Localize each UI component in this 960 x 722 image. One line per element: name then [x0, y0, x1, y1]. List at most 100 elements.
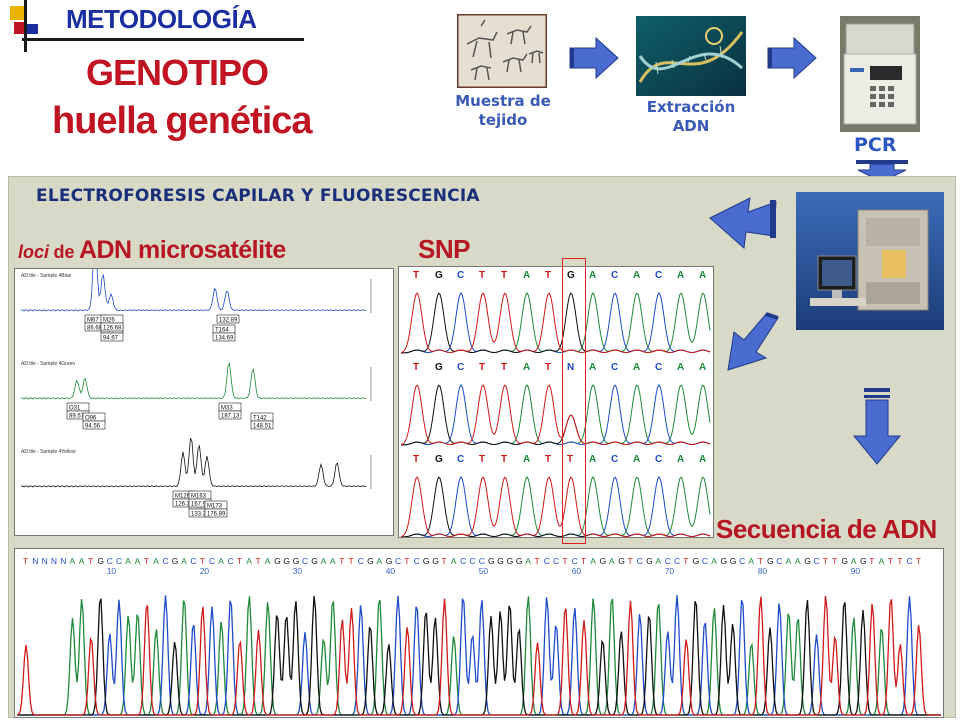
snp-base-label: C — [611, 270, 618, 281]
sequence-base: T — [683, 556, 688, 566]
sequence-base: G — [646, 556, 653, 566]
sequence-base: C — [674, 556, 680, 566]
snp-base-label: T — [479, 454, 485, 465]
step-tissue-label-2: tejido — [478, 111, 528, 129]
dna-extraction-image — [636, 16, 746, 96]
sequence-base: G — [311, 556, 318, 566]
step-extraction-label-1: Extracción — [646, 98, 736, 116]
sequence-base: C — [544, 556, 550, 566]
snp-base-label: G — [567, 270, 575, 281]
svg-text:M33: M33 — [221, 405, 233, 411]
sequence-base: T — [349, 556, 354, 566]
sequence-base: G — [488, 556, 495, 566]
pcr-machine-image — [840, 16, 920, 132]
sequence-base: G — [721, 556, 728, 566]
sequence-base: C — [163, 556, 169, 566]
snp-base-label: T — [413, 362, 419, 373]
svg-text:134.69: 134.69 — [215, 335, 234, 341]
section-title: METODOLOGÍA — [66, 4, 257, 34]
trace-line — [21, 362, 367, 400]
snp-base-label: N — [567, 362, 574, 373]
snp-base-label: A — [523, 362, 530, 373]
sequence-tick: 90 — [851, 566, 861, 576]
sequence-base: C — [414, 556, 420, 566]
sequence-base: G — [507, 556, 514, 566]
svg-text:176.89: 176.89 — [207, 511, 226, 517]
sequence-base: N — [60, 556, 66, 566]
loci-italic: loci — [18, 242, 50, 262]
snp-base-label: T — [413, 270, 419, 281]
step-extraction-label-2: ADN — [672, 117, 710, 135]
snp-base-label: T — [501, 270, 507, 281]
sequence-base: C — [702, 556, 708, 566]
svg-text:126.68: 126.68 — [103, 325, 122, 331]
sequence-base: A — [786, 556, 792, 566]
snp-base-label: T — [501, 362, 507, 373]
sequence-base: C — [469, 556, 475, 566]
sequence-base: C — [637, 556, 643, 566]
sequence-base: C — [190, 556, 196, 566]
sequence-base: C — [776, 556, 782, 566]
sequence-base: C — [907, 556, 913, 566]
sequence-base: A — [330, 556, 336, 566]
svg-text:86.68: 86.68 — [87, 325, 103, 331]
snp-trace — [401, 475, 711, 538]
sequence-base: A — [655, 556, 661, 566]
snp-trace — [401, 291, 711, 354]
sequence-base: G — [423, 556, 430, 566]
arrow-down-icon — [852, 388, 902, 471]
snp-base-label: A — [633, 270, 640, 281]
snp-heading: SNP — [418, 234, 470, 264]
sequence-base: G — [172, 556, 179, 566]
svg-text:133.35: 133.35 — [191, 511, 210, 517]
sequence-base: A — [321, 556, 327, 566]
snp-highlight-box — [562, 258, 586, 544]
snp-base-label: C — [655, 454, 662, 465]
sequence-base: A — [153, 556, 159, 566]
sequence-base: T — [562, 556, 567, 566]
snp-trace — [401, 383, 711, 446]
sequence-base: T — [256, 556, 261, 566]
sequence-base: T — [823, 556, 828, 566]
snp-base-label: A — [523, 270, 530, 281]
svg-text:O96: O96 — [85, 415, 97, 421]
allele-label: M173 176.89 — [204, 500, 228, 518]
snp-base-label: A — [699, 362, 706, 373]
svg-text:M67: M67 — [87, 317, 99, 323]
loci-main: ADN microsatélite — [78, 236, 286, 264]
sequence-base: A — [376, 556, 382, 566]
svg-text:126.37: 126.37 — [175, 501, 194, 507]
trace-line — [21, 242, 367, 312]
sequence-base: C — [665, 556, 671, 566]
sequence-tick: 50 — [479, 566, 489, 576]
microsatellite-electropherogram: AD:tile - Sample 4BlueM6786.68M5594.67M2… — [14, 242, 394, 536]
sequence-base: G — [293, 556, 300, 566]
snp-base-label: A — [633, 362, 640, 373]
snp-base-label: G — [435, 270, 443, 281]
snp-trace — [400, 292, 711, 354]
svg-text:M173: M173 — [207, 503, 223, 509]
sequence-base: A — [135, 556, 141, 566]
svg-text:148.51: 148.51 — [253, 423, 272, 429]
snp-base-label: A — [677, 270, 684, 281]
sequence-base: G — [804, 556, 811, 566]
snp-base-label: A — [699, 270, 706, 281]
step-pcr-label: PCR — [854, 134, 897, 156]
sequence-base: N — [51, 556, 57, 566]
sequence-base: A — [218, 556, 224, 566]
slide-logo — [6, 2, 46, 52]
snp-base-label: T — [479, 270, 485, 281]
arrow-left-icon — [706, 196, 778, 257]
panel-heading: ELECTROFORESIS CAPILAR Y FLUORESCENCIA — [36, 186, 480, 206]
sequence-base: C — [460, 556, 466, 566]
snp-base-label: G — [435, 454, 443, 465]
svg-text:M126: M126 — [175, 493, 191, 499]
page-subtitle: huella genética — [52, 100, 313, 142]
sequence-base: C — [209, 556, 215, 566]
sequence-tick: 40 — [386, 566, 396, 576]
sequence-base: T — [758, 556, 763, 566]
